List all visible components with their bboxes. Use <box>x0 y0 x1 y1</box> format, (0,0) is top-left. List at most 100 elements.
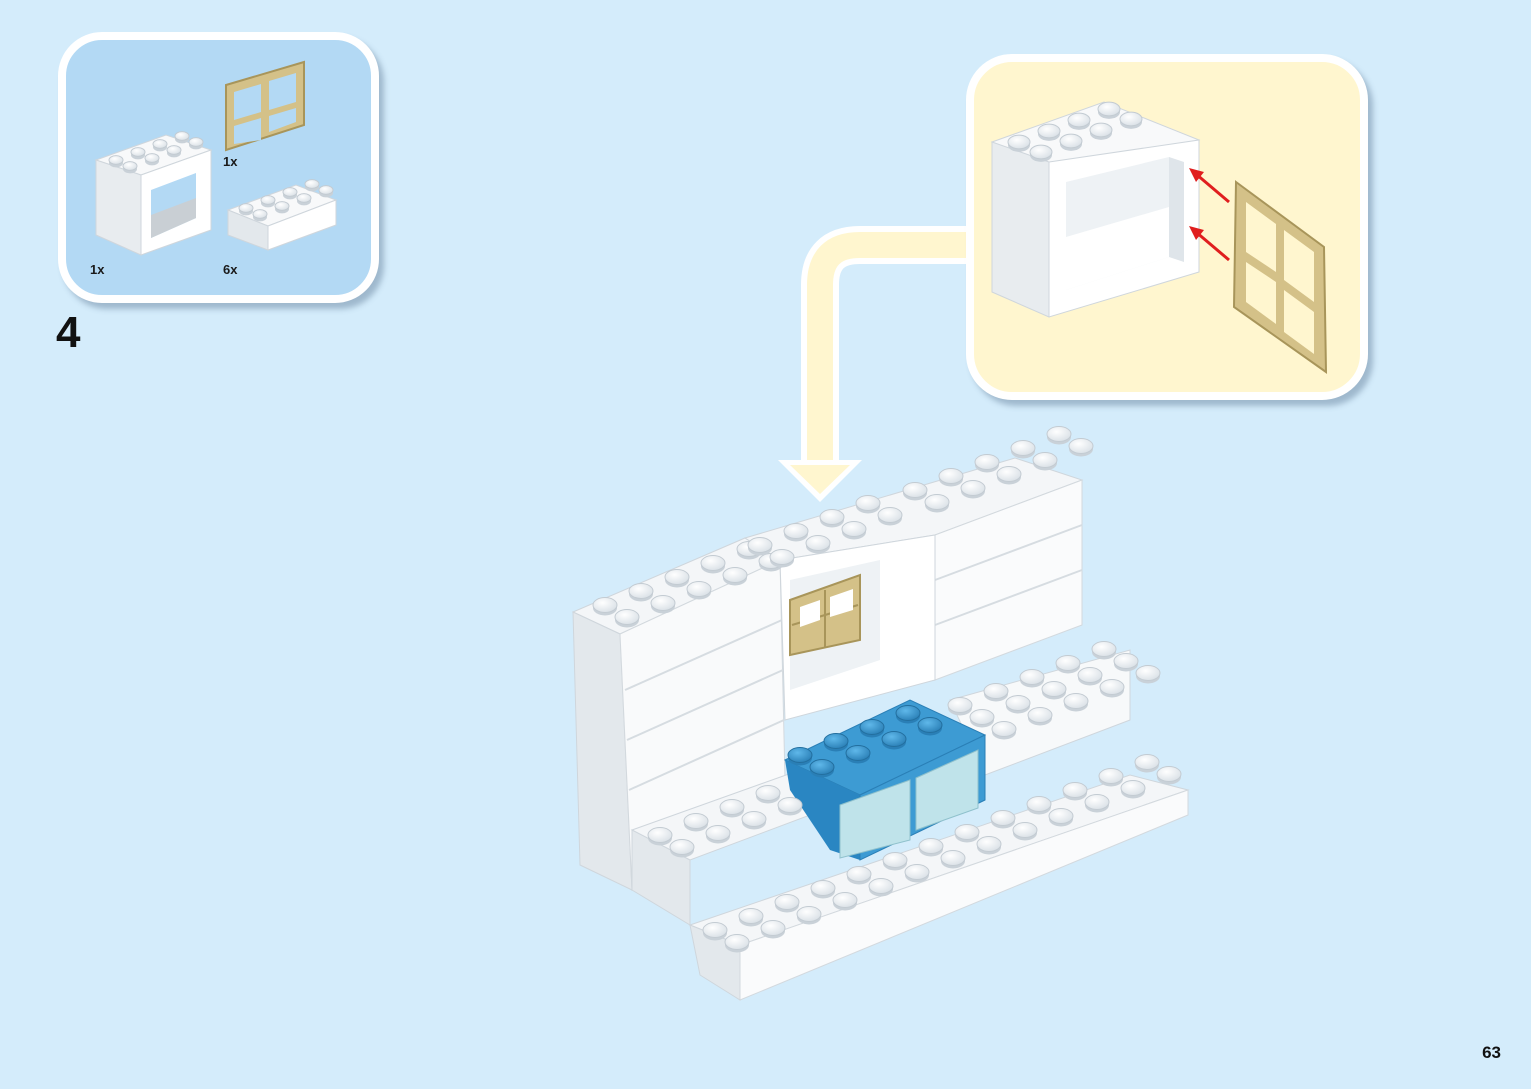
callout-studs-layer <box>1007 101 1143 162</box>
stud-top <box>1062 782 1088 798</box>
stud-top <box>1134 754 1160 770</box>
stud-top <box>747 537 773 553</box>
stud-top <box>1048 808 1074 824</box>
stud-top <box>1119 111 1143 127</box>
brick-2x4-qty: 6x <box>223 262 238 277</box>
stud-top <box>904 864 930 880</box>
stud-top <box>724 934 750 950</box>
stud-top <box>683 813 709 829</box>
window-frame-brick-icon <box>94 134 213 256</box>
stud-top <box>947 697 973 713</box>
stud-top <box>846 866 872 882</box>
stud-top <box>940 850 966 866</box>
stud-top <box>1055 655 1081 671</box>
stud-top <box>983 683 1009 699</box>
stud-top <box>769 549 795 565</box>
stud-top <box>260 195 276 205</box>
stud-top <box>917 717 943 733</box>
stud-top <box>902 482 928 498</box>
stud-top <box>1019 669 1045 685</box>
window-pane-icon <box>225 60 305 152</box>
stud-top <box>1063 693 1089 709</box>
stud-top <box>702 922 728 938</box>
stud-top <box>1077 667 1103 683</box>
stud-top <box>144 153 160 163</box>
stud-top <box>810 880 836 896</box>
stud-top <box>969 709 995 725</box>
stud-top <box>954 824 980 840</box>
detail-callout <box>966 54 1368 400</box>
stud-top <box>960 480 986 496</box>
stud-top <box>1120 780 1146 796</box>
stud-top <box>700 555 726 571</box>
stud-top <box>819 509 845 525</box>
stud-top <box>1012 822 1038 838</box>
stud-top <box>868 878 894 894</box>
stud-top <box>976 836 1002 852</box>
stud-top <box>805 535 831 551</box>
stud-top <box>924 494 950 510</box>
callout-arrow <box>778 226 975 502</box>
stud-top <box>122 161 138 171</box>
stud-top <box>832 892 858 908</box>
stud-top <box>755 785 781 801</box>
window-frame-qty: 1x <box>90 262 105 277</box>
stud-top <box>1005 695 1031 711</box>
callout-window-pane <box>1232 180 1328 374</box>
stud-top <box>895 705 921 721</box>
stud-top <box>166 145 182 155</box>
stud-top <box>282 187 298 197</box>
studs-layer <box>592 426 1182 953</box>
stud-top <box>614 609 640 625</box>
stud-top <box>783 523 809 539</box>
stud-top <box>1089 122 1113 138</box>
stud-top <box>787 747 813 763</box>
stud-top <box>1037 123 1061 139</box>
stud-top <box>238 203 254 213</box>
stud-top <box>1084 794 1110 810</box>
stud-top <box>1059 133 1083 149</box>
stud-top <box>592 597 618 613</box>
stud-top <box>859 719 885 735</box>
stud-top <box>1099 679 1125 695</box>
stud-top <box>1032 452 1058 468</box>
stud-top <box>705 825 731 841</box>
stud-top <box>974 454 1000 470</box>
stud-top <box>296 193 312 203</box>
stud-top <box>628 583 654 599</box>
stud-top <box>938 468 964 484</box>
stud-top <box>881 731 907 747</box>
stud-top <box>647 827 673 843</box>
stud-top <box>1091 641 1117 657</box>
stud-top <box>1010 440 1036 456</box>
step-number: 4 <box>56 308 81 357</box>
stud-top <box>1098 768 1124 784</box>
stud-top <box>686 581 712 597</box>
installed-window <box>779 534 936 721</box>
stud-top <box>882 852 908 868</box>
stud-top <box>152 139 168 149</box>
stud-top <box>823 733 849 749</box>
stud-top <box>1041 681 1067 697</box>
stud-top <box>664 569 690 585</box>
stud-top <box>841 521 867 537</box>
stud-top <box>1156 766 1182 782</box>
stud-top <box>1007 134 1031 150</box>
stud-top <box>760 920 786 936</box>
stud-top <box>274 201 290 211</box>
stud-top <box>996 466 1022 482</box>
stud-top <box>991 721 1017 737</box>
stud-top <box>1068 438 1094 454</box>
stud-top <box>1113 653 1139 669</box>
stud-top <box>252 209 268 219</box>
stud-top <box>877 507 903 523</box>
insert-arrows <box>1189 168 1230 262</box>
stud-top <box>130 147 146 157</box>
part-studs-layer <box>108 131 334 222</box>
stud-top <box>1029 144 1053 160</box>
parts-list-box: 1x 1x 6x <box>58 32 379 303</box>
stud-top <box>1097 101 1121 117</box>
window-pane-qty: 1x <box>223 154 238 169</box>
stud-top <box>669 839 695 855</box>
